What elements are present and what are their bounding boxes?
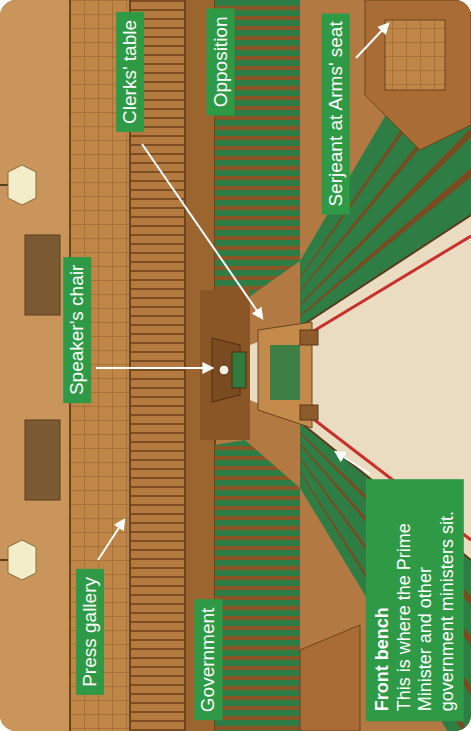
back-wall: [70, 0, 215, 731]
government-benches: [300, 471, 471, 731]
speakers-chair: [212, 338, 246, 402]
label-text: Opposition: [209, 17, 231, 108]
serjeant-seat: [385, 20, 445, 90]
back-wall: [0, 0, 70, 731]
leader-line: [142, 144, 262, 318]
label-box: Speaker's chair: [63, 257, 91, 403]
label-body: This is where the Prime Minister and oth…: [393, 489, 458, 711]
leader-line: [96, 367, 212, 369]
serjeant-seat: [365, 0, 471, 150]
lamp: [0, 185, 8, 560]
lamp: [8, 165, 36, 205]
label-text: Press gallery: [79, 577, 101, 687]
wood-screen: [300, 625, 360, 731]
clerks-table: [270, 345, 300, 400]
clerks-table: [258, 322, 318, 428]
opposition-benches: [300, 0, 471, 327]
leader-line: [98, 520, 124, 560]
label-box: Government: [194, 600, 222, 721]
label-box: Front benchThis is where the Prime Minis…: [366, 479, 464, 721]
far-benches: [215, 440, 300, 731]
government-benches: [300, 422, 471, 731]
label-box: Press gallery: [76, 569, 104, 695]
wood-screen: [300, 625, 360, 731]
serjeant-seat: [365, 0, 471, 150]
government-benches: [300, 422, 471, 731]
label-text: Serjeant at Arms' seat: [325, 21, 347, 206]
speaker-area: [200, 290, 250, 440]
back-wall: [25, 420, 60, 500]
label-text: Clerks' table: [119, 20, 141, 124]
clerks-table: [300, 330, 318, 345]
back-wall: [25, 235, 60, 315]
clerks-table: [300, 405, 318, 420]
label-box: Serjeant at Arms' seat: [322, 13, 350, 214]
opposition-benches: [300, 0, 471, 327]
leader-line: [336, 452, 370, 474]
speaker-area: [200, 290, 250, 440]
label-text: Speaker's chair: [66, 265, 88, 395]
leader-line: [356, 24, 388, 58]
label-text: Front bench: [372, 489, 394, 711]
speakers-chair: [232, 352, 246, 388]
label-text: Government: [197, 608, 219, 713]
label-box: Clerks' table: [116, 12, 144, 132]
speakers-chair: [219, 365, 229, 375]
opposition-benches: [300, 215, 471, 327]
back-wall: [0, 0, 215, 731]
lamp: [8, 540, 36, 580]
label-box: Opposition: [206, 9, 234, 116]
lamp: [0, 165, 36, 580]
